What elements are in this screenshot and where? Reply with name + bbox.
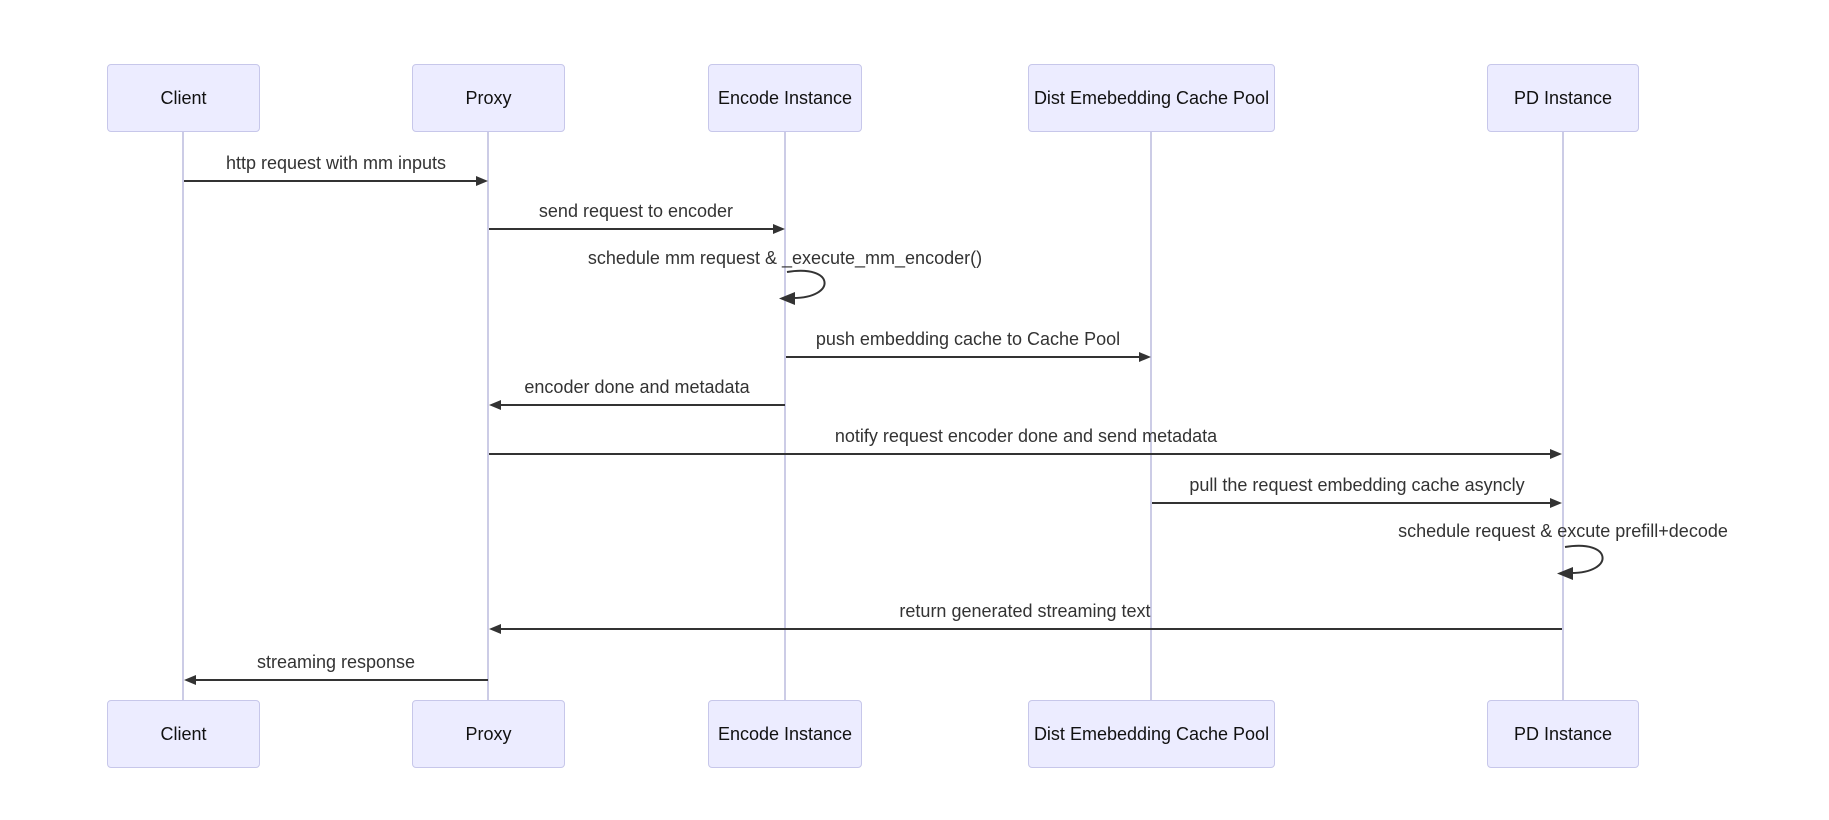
message-1-line bbox=[184, 180, 476, 182]
actor-label: Dist Emebedding Cache Pool bbox=[1033, 87, 1270, 108]
message-1-label: http request with mm inputs bbox=[225, 153, 447, 173]
actor-client-bottom: Client bbox=[107, 700, 260, 768]
message-5-arrowhead-icon bbox=[489, 400, 501, 410]
message-2-line bbox=[489, 228, 773, 230]
actor-label: Dist Emebedding Cache Pool bbox=[1033, 723, 1270, 744]
message-1-arrowhead-icon bbox=[476, 176, 488, 186]
message-9-label: return generated streaming text bbox=[899, 601, 1151, 621]
lifeline-pd-instance bbox=[1562, 132, 1564, 700]
actor-label: Encode Instance bbox=[717, 723, 853, 744]
message-2-label: send request to encoder bbox=[538, 201, 734, 221]
message-4-line bbox=[786, 356, 1139, 358]
message-3-self-loop-arrow bbox=[779, 269, 826, 305]
message-6-line bbox=[489, 453, 1550, 455]
message-8-self-loop-arrow bbox=[1557, 544, 1604, 580]
actor-label: Encode Instance bbox=[717, 87, 853, 108]
message-10-label: streaming response bbox=[256, 652, 416, 672]
message-8-label: schedule request & excute prefill+decode bbox=[1398, 521, 1728, 541]
message-5-label: encoder done and metadata bbox=[524, 377, 750, 397]
actor-client-top: Client bbox=[107, 64, 260, 132]
message-6-label: notify request encoder done and send met… bbox=[834, 426, 1218, 446]
actor-dist-embedding-cache-pool-top: Dist Emebedding Cache Pool bbox=[1028, 64, 1275, 132]
message-7-arrowhead-icon bbox=[1550, 498, 1562, 508]
actor-label: Client bbox=[160, 723, 207, 744]
actor-encode-instance-top: Encode Instance bbox=[708, 64, 862, 132]
actor-label: PD Instance bbox=[1513, 723, 1613, 744]
lifeline-client bbox=[182, 132, 184, 700]
message-4-arrowhead-icon bbox=[1139, 352, 1151, 362]
message-7-line bbox=[1152, 502, 1550, 504]
message-9-line bbox=[501, 628, 1562, 630]
message-2-arrowhead-icon bbox=[773, 224, 785, 234]
lifeline-proxy bbox=[487, 132, 489, 700]
message-10-arrowhead-icon bbox=[184, 675, 196, 685]
actor-dist-embedding-cache-pool-bottom: Dist Emebedding Cache Pool bbox=[1028, 700, 1275, 768]
message-7-label: pull the request embedding cache asyncly bbox=[1189, 475, 1525, 495]
actor-proxy-bottom: Proxy bbox=[412, 700, 565, 768]
actor-encode-instance-bottom: Encode Instance bbox=[708, 700, 862, 768]
lifeline-encode-instance bbox=[784, 132, 786, 700]
actor-proxy-top: Proxy bbox=[412, 64, 565, 132]
message-9-arrowhead-icon bbox=[489, 624, 501, 634]
message-5-line bbox=[501, 404, 785, 406]
actor-label: Client bbox=[160, 87, 207, 108]
actor-pd-instance-top: PD Instance bbox=[1487, 64, 1639, 132]
message-3-label: schedule mm request & _execute_mm_encode… bbox=[587, 248, 983, 268]
message-10-line bbox=[196, 679, 488, 681]
message-6-arrowhead-icon bbox=[1550, 449, 1562, 459]
actor-label: Proxy bbox=[465, 723, 512, 744]
actor-label: PD Instance bbox=[1513, 87, 1613, 108]
lifeline-dist-embedding-cache-pool bbox=[1150, 132, 1152, 700]
message-4-label: push embedding cache to Cache Pool bbox=[815, 329, 1121, 349]
actor-pd-instance-bottom: PD Instance bbox=[1487, 700, 1639, 768]
actor-label: Proxy bbox=[465, 87, 512, 108]
